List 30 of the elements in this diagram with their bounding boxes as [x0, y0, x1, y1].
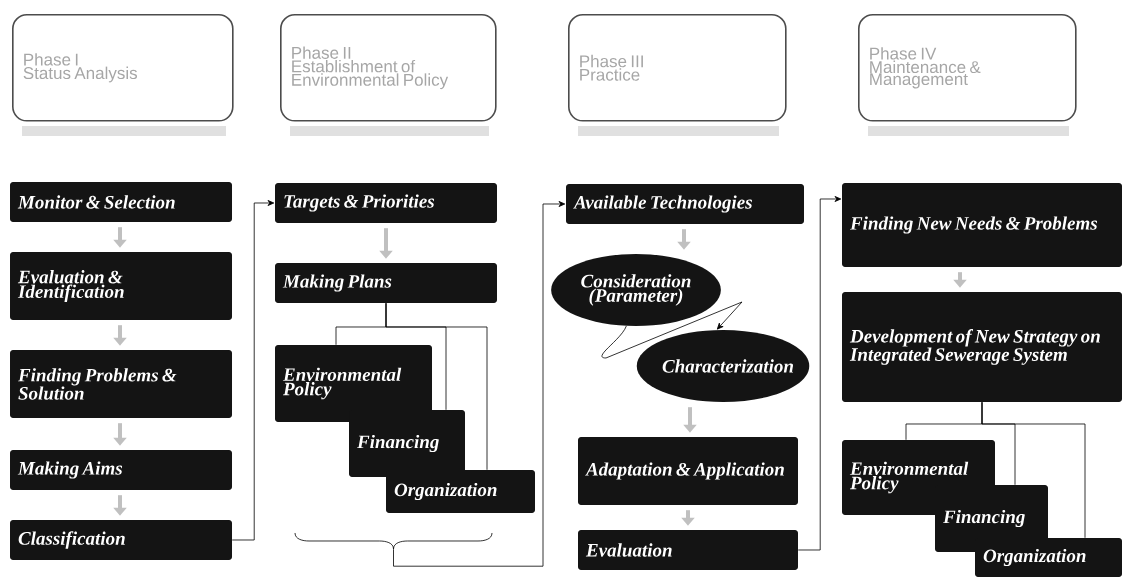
- phase-header: Phase III Practice: [568, 14, 787, 136]
- process-box: Organization: [975, 538, 1122, 577]
- node-label: Environmental Policy: [282, 367, 402, 400]
- process-box: Organization: [386, 470, 535, 513]
- process-box: Targets & Priorities: [275, 183, 497, 223]
- connector-line: [385, 302, 488, 471]
- phase-header: Phase IV Maintenance & Management: [858, 14, 1077, 136]
- connector-line: [981, 401, 1086, 539]
- process-box: Making Plans: [275, 263, 497, 303]
- node-label: Financing: [356, 434, 439, 453]
- node-label: Organization: [394, 482, 497, 501]
- process-box: Making Aims: [10, 450, 232, 490]
- elbow-arrow: [231, 200, 275, 541]
- process-box: Finding New Needs & Problems: [842, 183, 1122, 267]
- process-box: Environmental Policy: [275, 345, 432, 422]
- elbow-arrow: [797, 196, 842, 551]
- process-box: Monitor & Selection: [10, 182, 232, 222]
- process-box: Available Technologies: [566, 184, 804, 224]
- phase-header: Phase II Establishment of Environmental Policy: [280, 14, 497, 136]
- process-box: Adaptation & Application: [578, 437, 798, 505]
- curved-arrow: [601, 301, 743, 359]
- process-box: Evaluation & Identification: [10, 252, 232, 320]
- brace: [294, 532, 493, 550]
- process-box: Finding Problems & Solution: [10, 350, 232, 418]
- process-box: Classification: [10, 520, 232, 560]
- phase-header: Phase I Status Analysis: [12, 14, 234, 136]
- process-box: Development of New Strategy on Integrated Sewerage System: [842, 292, 1122, 402]
- process-box: Evaluation: [578, 530, 798, 570]
- process-box: Financing: [349, 410, 465, 477]
- elbow-arrow: [393, 201, 566, 567]
